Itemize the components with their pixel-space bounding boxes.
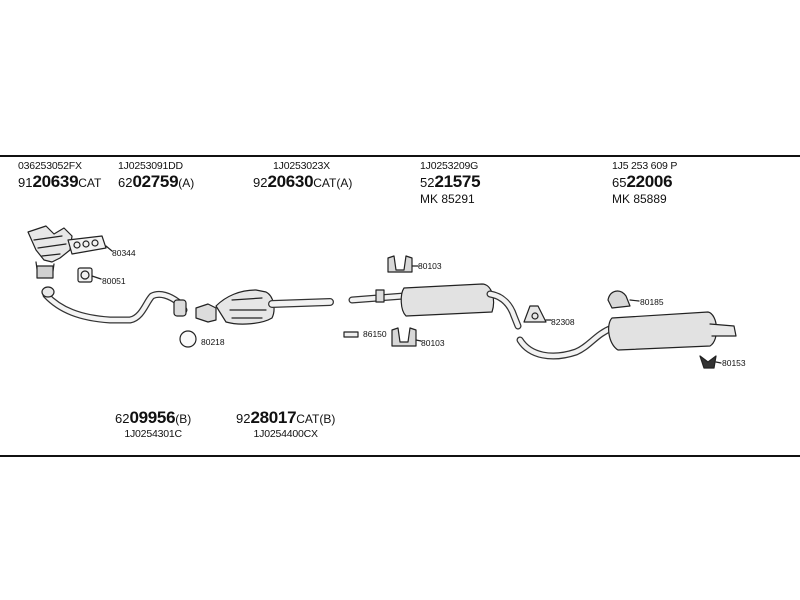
part-number: 5221575 bbox=[420, 172, 481, 191]
part-number: 6202759(A) bbox=[118, 172, 195, 191]
oe-number: 1J0253091DD bbox=[118, 160, 183, 172]
oe-number: 1J0253023X bbox=[273, 160, 330, 172]
part-number: 6522006 bbox=[612, 172, 673, 191]
callout-80185: 80185 bbox=[640, 297, 664, 307]
mk-number: MK 85889 bbox=[612, 192, 667, 206]
oe-number: 1J0254301C bbox=[124, 428, 182, 440]
mk-number: MK 85291 bbox=[420, 192, 475, 206]
exhaust-clip-icon bbox=[699, 355, 722, 369]
part-number: 9228017CAT(B) bbox=[236, 408, 336, 427]
callout-80344: 80344 bbox=[112, 248, 136, 258]
part-label-6: 6209956(B) 1J0254301C bbox=[115, 408, 191, 440]
top-divider-line bbox=[0, 155, 800, 157]
callout-80153: 80153 bbox=[722, 358, 746, 368]
catalytic-converter-icon bbox=[195, 289, 334, 325]
part-label-1: 036253052FX 9120639CAT bbox=[18, 160, 101, 192]
bottom-divider-line bbox=[0, 455, 800, 457]
oe-number: 1J5 253 609 P bbox=[612, 160, 678, 172]
part-label-5: 1J5 253 609 P 6522006 MK 85889 bbox=[612, 160, 677, 206]
callout-80218: 80218 bbox=[201, 337, 225, 347]
part-label-2: 1J0253091DD 6202759(A) bbox=[118, 160, 194, 192]
mounting-bracket-icon bbox=[523, 305, 552, 323]
part-label-3: 1J0253023X 9220630CAT(A) bbox=[253, 160, 352, 192]
oe-number: 036253052FX bbox=[18, 160, 82, 172]
part-number: 6209956(B) bbox=[115, 408, 192, 427]
part-label-4: 1J0253209G 5221575 MK 85291 bbox=[420, 160, 481, 206]
rubber-hanger-icon bbox=[387, 255, 419, 273]
exhaust-manifold-icon bbox=[27, 225, 73, 279]
rear-silencer-icon bbox=[516, 311, 737, 360]
pipe-clamp-icon bbox=[343, 327, 422, 347]
callout-80103-upper: 80103 bbox=[418, 261, 442, 271]
rear-hanger-icon bbox=[607, 290, 640, 309]
callout-80103-lower: 80103 bbox=[421, 338, 445, 348]
part-number: 9220630CAT(A) bbox=[253, 172, 353, 191]
part-number: 9120639CAT bbox=[18, 172, 102, 191]
flange-gasket-icon bbox=[77, 267, 102, 283]
oe-number: 1J0254400CX bbox=[253, 428, 319, 440]
manifold-gasket-icon bbox=[67, 235, 113, 255]
callout-80051: 80051 bbox=[102, 276, 126, 286]
callout-82308: 82308 bbox=[551, 317, 575, 327]
gasket-ring-icon bbox=[179, 330, 197, 348]
callout-86150: 86150 bbox=[363, 329, 387, 339]
part-label-7: 9228017CAT(B) 1J0254400CX bbox=[236, 408, 335, 440]
oe-number: 1J0253209G bbox=[420, 160, 479, 172]
front-pipe-icon bbox=[41, 286, 188, 324]
middle-silencer-icon bbox=[348, 283, 522, 330]
